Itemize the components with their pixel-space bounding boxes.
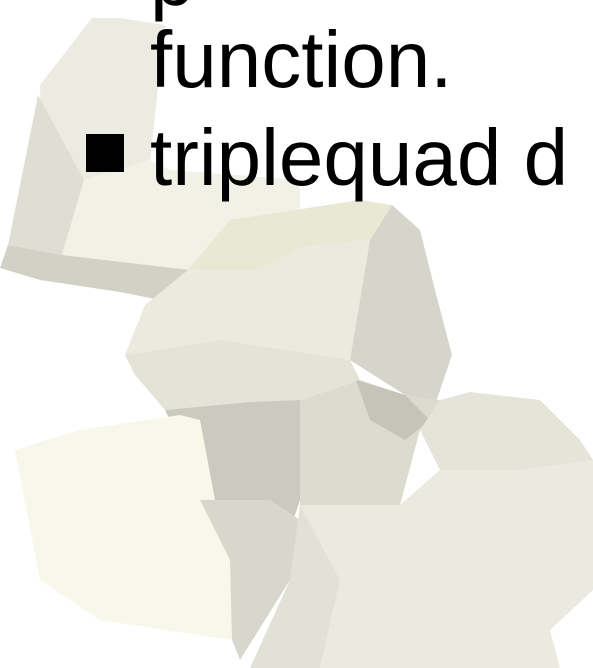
cube-face [8, 95, 84, 255]
cube-face [300, 460, 593, 668]
bullet-text-triplequad: triplequad d [150, 113, 569, 202]
cube-face [356, 380, 430, 440]
cube-face [420, 392, 593, 470]
square-bullet-icon [86, 134, 124, 172]
cube-face [125, 340, 360, 410]
cube-face [40, 18, 165, 180]
cube-face [350, 205, 452, 420]
bullet-text-function: function. [150, 15, 453, 104]
cube-face [62, 160, 300, 270]
clipped-text-line: p [150, 0, 195, 18]
cube-face [250, 505, 340, 668]
cube-face [15, 415, 232, 640]
cube-face [125, 240, 370, 360]
cube-face [200, 500, 300, 660]
cube-face [188, 200, 392, 270]
